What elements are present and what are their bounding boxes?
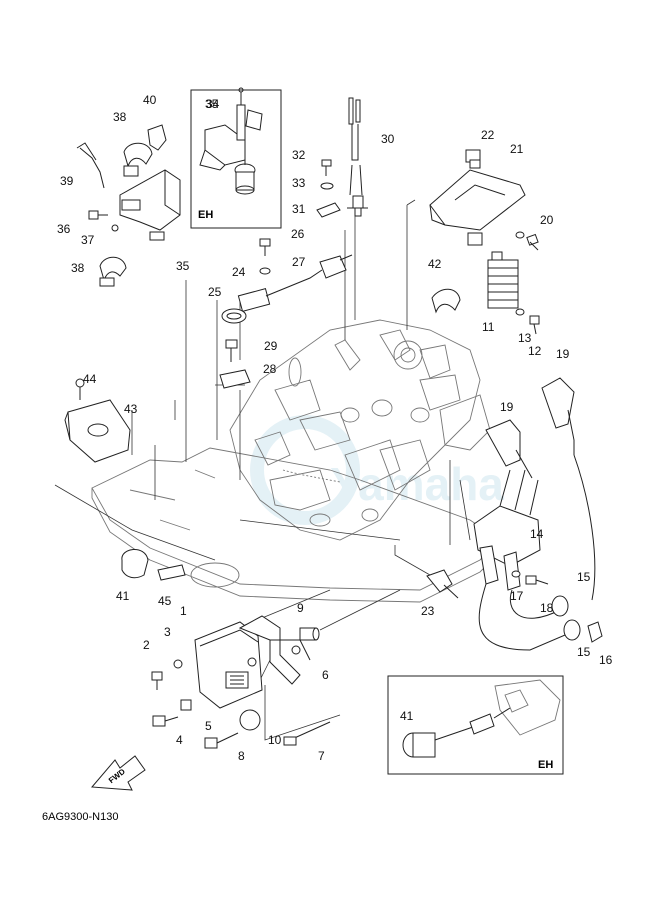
ignition-cluster: [426, 377, 603, 651]
callout-19: 19: [556, 347, 570, 361]
callout-42: 42: [428, 257, 442, 271]
callout-4: 4: [176, 733, 183, 747]
inset-label-bottom: EH: [538, 759, 553, 771]
callout-8: 8: [238, 749, 245, 763]
callout-28: 28: [263, 362, 277, 376]
inset-label-top: EH: [198, 209, 213, 221]
callout-32: 32: [292, 148, 306, 162]
callout-5: 5: [205, 719, 212, 733]
callout-37: 37: [81, 233, 95, 247]
callout-30: 30: [381, 132, 395, 146]
callout-41: 41: [400, 709, 414, 723]
callout-9: 9: [297, 601, 304, 615]
inset-box-top: EH: [190, 87, 282, 229]
callout-3: 3: [164, 625, 171, 639]
rectifier-cluster: [429, 149, 540, 335]
callout-38: 38: [71, 261, 85, 275]
callout-1: 1: [180, 604, 187, 618]
callout-38: 38: [113, 110, 127, 124]
callout-15: 15: [577, 570, 591, 584]
callout-26: 26: [291, 227, 305, 241]
callout-11: 11: [482, 320, 495, 334]
callout-21: 21: [510, 142, 524, 156]
callout-23: 23: [421, 604, 435, 618]
callout-7: 7: [318, 749, 325, 763]
callout-18: 18: [540, 601, 554, 615]
plate-cluster: [64, 378, 186, 581]
cdi-cluster: [151, 615, 331, 749]
callout-41: 41: [116, 589, 130, 603]
callout-34: 34: [206, 97, 220, 111]
inset-box-bottom: EH: [387, 675, 564, 775]
callout-14: 14: [530, 527, 544, 541]
sensor-cluster: [219, 97, 368, 389]
callout-10: 10: [268, 733, 282, 747]
callout-35: 35: [176, 259, 190, 273]
engine-block-drawing: [91, 319, 501, 603]
callout-16: 16: [599, 653, 613, 667]
callout-39: 39: [60, 174, 74, 188]
callout-35-inset: 35: [205, 97, 219, 111]
watermark-text: Yamaha: [330, 458, 504, 510]
callout-40: 40: [143, 93, 157, 107]
callout-group: 1234567891011121314151516171819192021222…: [57, 93, 613, 763]
callout-24: 24: [232, 265, 246, 279]
callout-22: 22: [481, 128, 495, 142]
callout-33: 33: [292, 176, 306, 190]
callout-17: 17: [510, 589, 524, 603]
callout-15: 15: [577, 645, 591, 659]
callout-31: 31: [292, 202, 306, 216]
callout-36: 36: [57, 222, 71, 236]
callout-45: 45: [158, 594, 172, 608]
callout-27: 27: [292, 255, 306, 269]
watermark: Yamaha: [250, 415, 504, 525]
callout-6: 6: [322, 668, 329, 682]
callout-43: 43: [124, 402, 138, 416]
callout-19: 19: [500, 400, 514, 414]
callout-20: 20: [540, 213, 554, 227]
fwd-arrow-icon: FWD: [90, 755, 146, 791]
diagram-code: 6AG9300-N130: [42, 811, 118, 823]
callout-12: 12: [528, 344, 542, 358]
callout-29: 29: [264, 339, 278, 353]
callout-44: 44: [83, 372, 97, 386]
callout-13: 13: [518, 331, 532, 345]
bracket-cluster-left: [76, 124, 181, 287]
callout-2: 2: [143, 638, 150, 652]
callout-25: 25: [208, 285, 222, 299]
